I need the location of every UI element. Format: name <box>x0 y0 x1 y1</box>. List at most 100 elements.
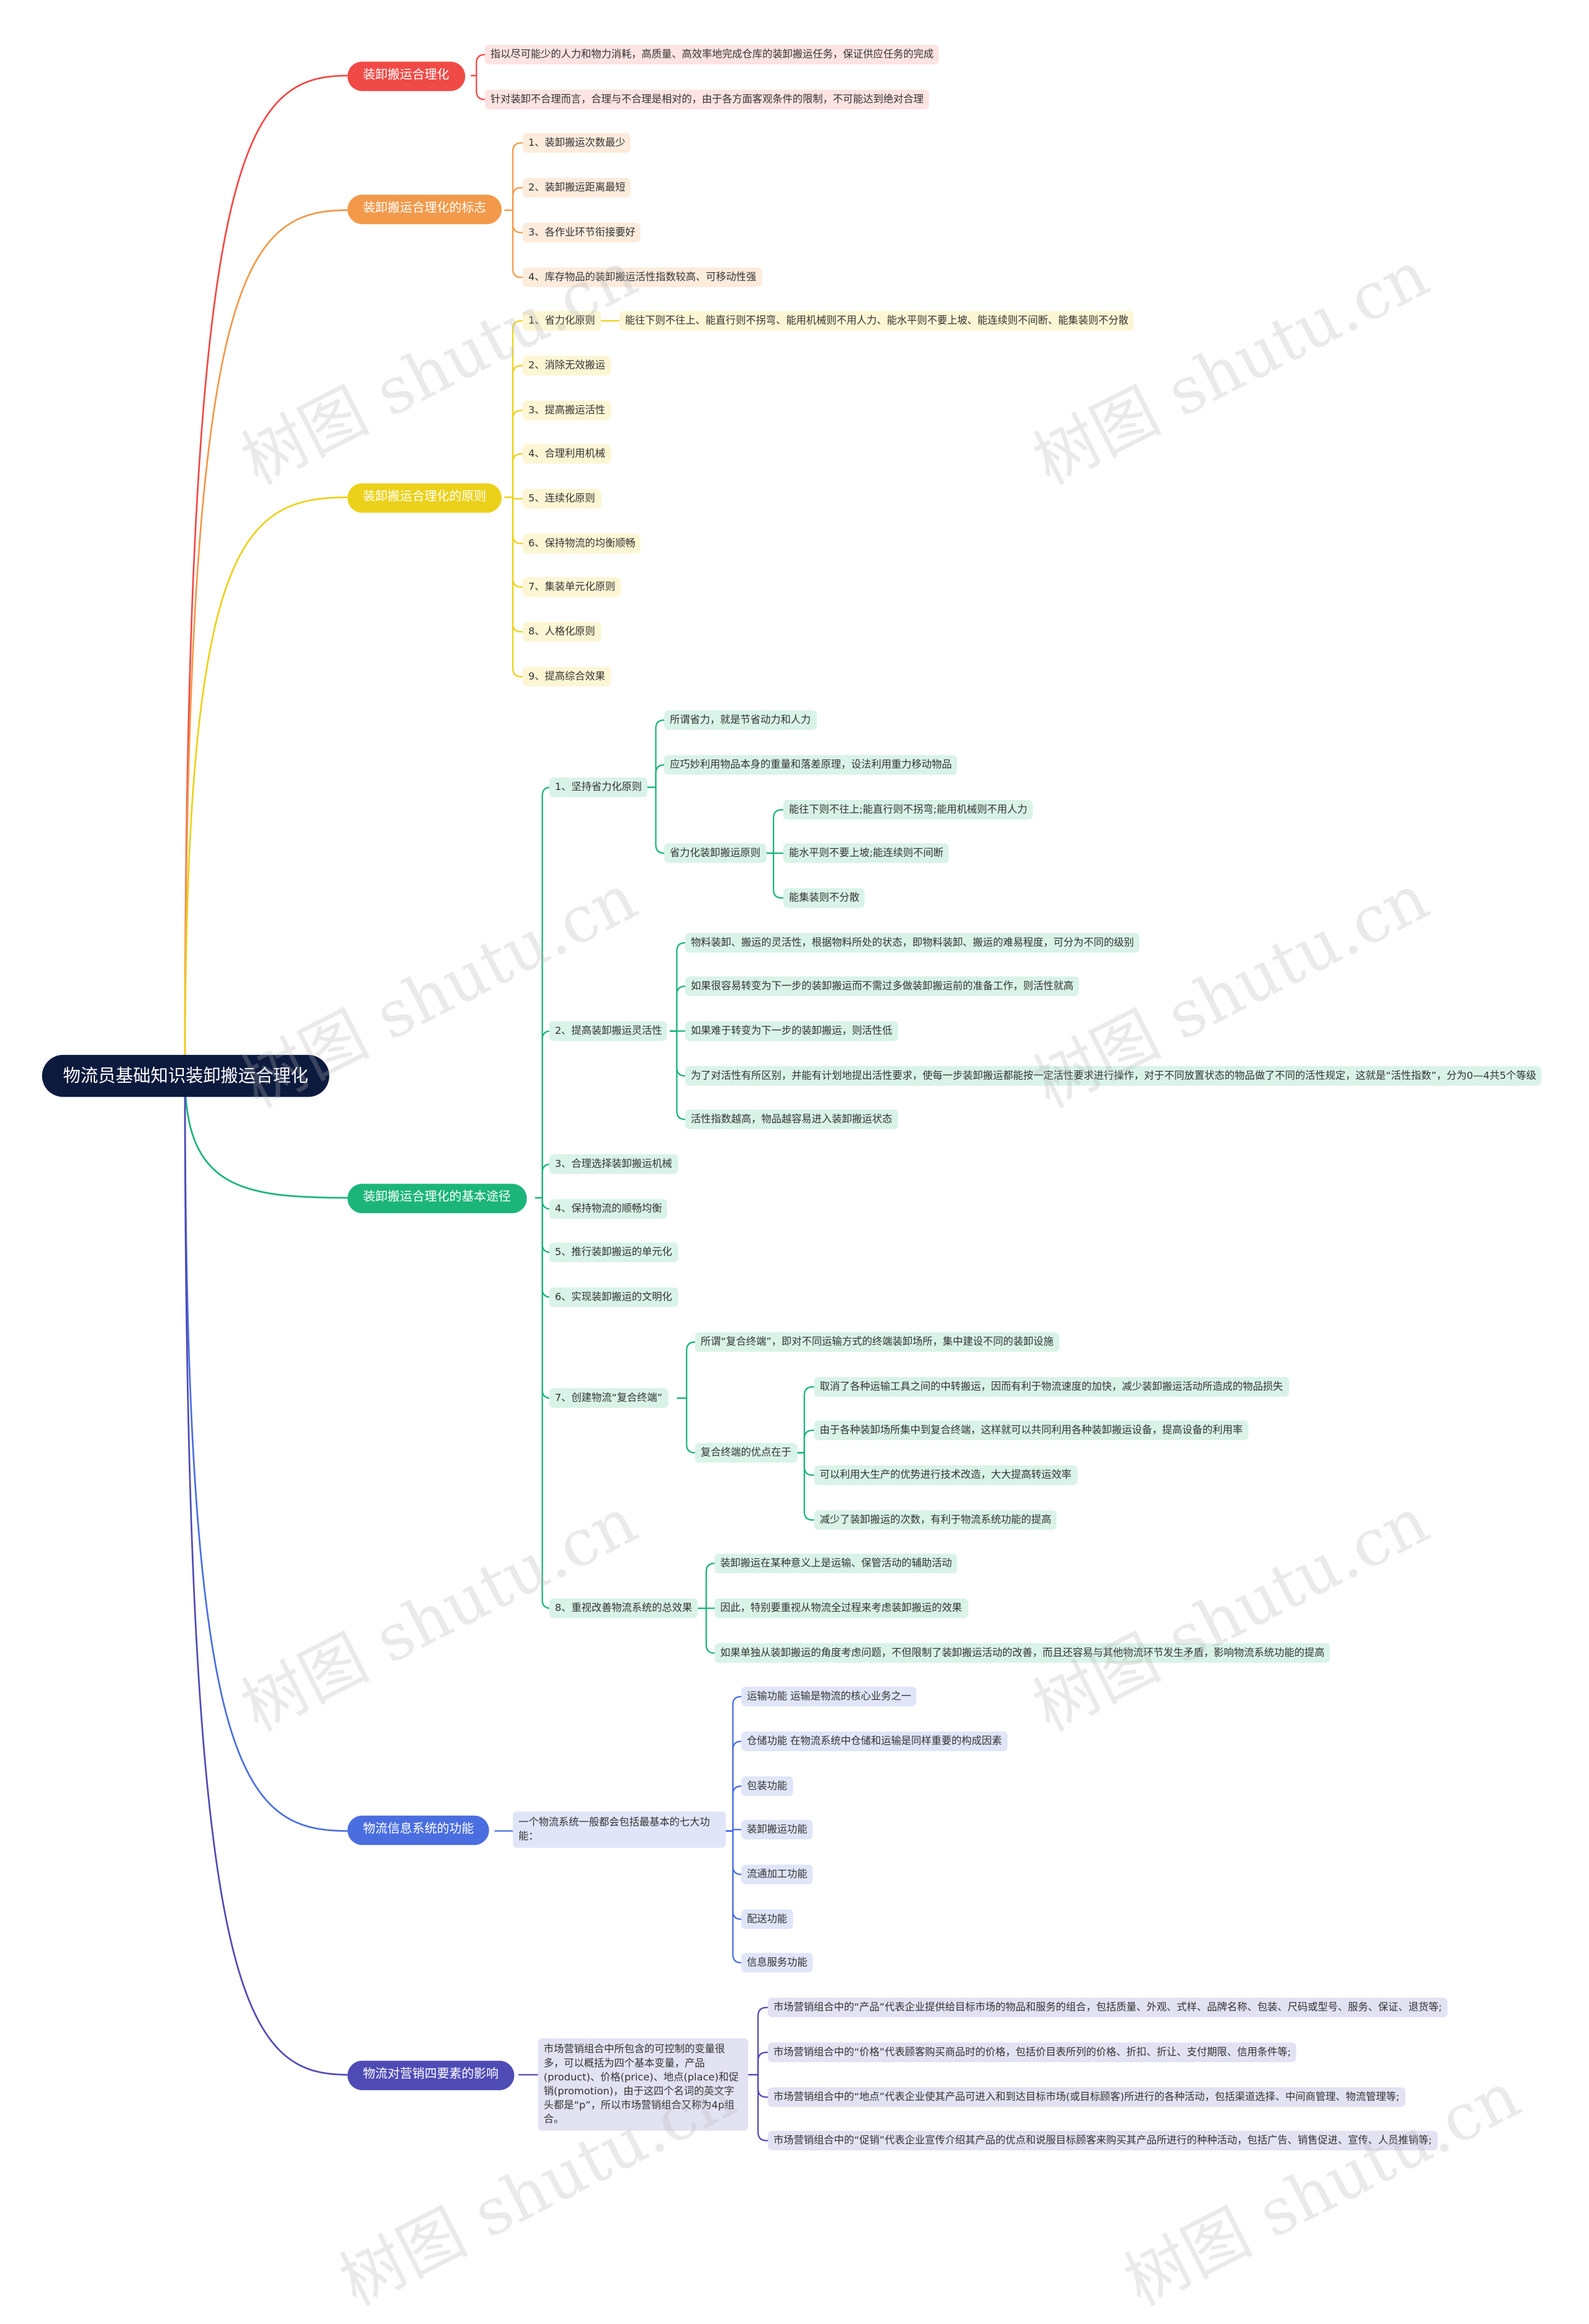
leaf-node[interactable]: 装卸搬运在某种意义上是运输、保管活动的辅助活动 <box>714 1553 958 1574</box>
connector <box>763 852 785 899</box>
leaf-node[interactable]: 仓储功能 在物流系统中仓储和运输是同样重要的构成因素 <box>741 1731 1008 1751</box>
leaf-node[interactable]: 由于各种装卸场所集中到复合终端，这样就可以共同利用各种装卸搬运设备，提高设备的利… <box>814 1420 1249 1440</box>
connector <box>184 496 348 1076</box>
leaf-node[interactable]: 市场营销组合中的“产品”代表企业提供给目标市场的物品和服务的组合，包括质量、外观… <box>768 1998 1448 2017</box>
mindmap-canvas: 物流员基础知识装卸搬运合理化 装卸搬运合理化 指以尽可能少的人力和物力消耗，高质… <box>42 45 1542 2320</box>
leaf-node[interactable]: 2、装卸搬运距离最短 <box>523 177 631 198</box>
leaf-node[interactable]: 复合终端的优点在于 <box>695 1443 797 1463</box>
connector <box>504 142 524 211</box>
leaf-node[interactable]: 能集装则不分散 <box>783 888 865 908</box>
leaf-node[interactable]: 省力化装卸搬运原则 <box>664 843 767 863</box>
leaf-node[interactable]: 取消了各种运输工具之间的中转搬运，因而有利于物流速度的加快，减少装卸搬运活动所造… <box>814 1377 1289 1397</box>
leaf-node[interactable]: 1、装卸搬运次数最少 <box>523 133 631 153</box>
connector <box>504 496 524 545</box>
mid-node[interactable]: 一个物流系统一般都会包括最基本的七大功能： <box>513 1811 726 1848</box>
leaf-node[interactable]: 装卸搬运功能 <box>741 1819 813 1840</box>
leaf-node[interactable]: 市场营销组合中的“价格”代表顾客购买商品时的价格，包括价目表所列的价格、折扣、折… <box>768 2042 1297 2063</box>
branch-rationalization[interactable]: 装卸搬运合理化 <box>347 61 465 91</box>
leaf-node[interactable]: 因此，特别要重视从物流全过程来考虑装卸搬运的效果 <box>714 1598 968 1618</box>
leaf-node[interactable]: 针对装卸不合理而言，合理与不合理是相对的，由于各方面客观条件的限制，不可能达到绝… <box>485 89 929 110</box>
leaf-node[interactable]: 8、重视改善物流系统的总效果 <box>549 1598 698 1618</box>
root-node[interactable]: 物流员基础知识装卸搬运合理化 <box>42 1054 330 1097</box>
connector <box>794 1386 816 1454</box>
branch-info-system[interactable]: 物流信息系统的功能 <box>347 1815 490 1846</box>
branch-principles[interactable]: 装卸搬运合理化的原则 <box>347 483 502 513</box>
connector <box>726 1740 744 1832</box>
leaf-node[interactable]: 2、消除无效搬运 <box>523 356 611 376</box>
leaf-node[interactable]: 4、保持物流的顺畅均衡 <box>549 1199 668 1219</box>
leaf-node[interactable]: 如果难于转变为下一步的装卸搬运，则活性低 <box>685 1021 898 1041</box>
leaf-node[interactable]: 活性指数越高，物品越容易进入装卸搬运状态 <box>685 1109 898 1129</box>
connector <box>748 2006 770 2076</box>
leaf-node[interactable]: 2、提高装卸搬运灵活性 <box>549 1021 668 1041</box>
leaf-node[interactable]: 8、人格化原则 <box>523 622 601 642</box>
connector <box>794 1451 816 1521</box>
leaf-node[interactable]: 3、各作业环节衔接要好 <box>523 222 641 243</box>
leaf-node[interactable]: 5、连续化原则 <box>523 488 601 509</box>
connector <box>504 496 524 633</box>
leaf-node[interactable]: 可以利用大生产的优势进行技术改造，大大提高转运效率 <box>814 1465 1078 1485</box>
leaf-node[interactable]: 所谓“复合终端”，即对不同运输方式的终端装卸场所，集中建设不同的装卸设施 <box>695 1332 1060 1352</box>
mid-node[interactable]: 市场营销组合中所包含的可控制的变量很多，可以概括为四个基本变量，产品(produ… <box>538 2038 749 2131</box>
leaf-node[interactable]: 7、创建物流“复合终端” <box>549 1388 668 1408</box>
leaf-node[interactable]: 9、提高综合效果 <box>523 666 611 687</box>
leaf-node[interactable]: 为了对活性有所区别，并能有计划地提出活性要求，使每一步装卸搬运都能按一定活性要求… <box>685 1066 1542 1086</box>
leaf-node[interactable]: 4、合理利用机械 <box>523 444 611 464</box>
connector <box>698 1607 718 1654</box>
connector <box>726 1695 744 1832</box>
connector <box>677 1341 698 1399</box>
connector <box>535 786 554 1199</box>
leaf-node[interactable]: 1、坚持省力化原则 <box>549 777 648 797</box>
branch-marketing[interactable]: 物流对营销四要素的影响 <box>347 2060 515 2091</box>
leaf-node[interactable]: 能往下则不往上、能直行则不拐弯、能用机械则不用人力、能水平则不要上坡、能连续则不… <box>619 311 1135 331</box>
leaf-node[interactable]: 流通加工功能 <box>741 1864 813 1885</box>
connector <box>794 1429 816 1454</box>
leaf-node[interactable]: 5、推行装卸搬运的单元化 <box>549 1242 678 1263</box>
leaf-node[interactable]: 市场营销组合中的“促销”代表企业宣传介绍其产品的优点和说服目标顾客来购买其产品所… <box>768 2130 1438 2151</box>
connector <box>647 764 667 788</box>
connector <box>504 209 524 233</box>
connector <box>726 1785 744 1832</box>
connector <box>504 209 524 279</box>
leaf-node[interactable]: 7、集装单元化原则 <box>523 577 621 597</box>
leaf-node[interactable]: 6、实现装卸搬运的文明化 <box>549 1287 678 1308</box>
leaf-node[interactable]: 物料装卸、搬运的灵活性，根据物料所处的状态，即物料装卸、搬运的难易程度，可分为不… <box>685 933 1140 953</box>
connector <box>504 410 524 498</box>
connector <box>504 320 524 498</box>
leaf-node[interactable]: 应巧妙利用物品本身的重量和落差原理，设法利用重力移动物品 <box>664 755 958 775</box>
connector <box>504 496 524 678</box>
leaf-node[interactable]: 如果单独从装卸搬运的角度考虑问题，不但限制了装卸搬运活动的改善，而且还容易与其他… <box>714 1643 1330 1663</box>
leaf-node[interactable]: 配送功能 <box>741 1909 793 1929</box>
connector <box>763 809 785 854</box>
leaf-node[interactable]: 3、合理选择装卸搬运机械 <box>549 1154 678 1174</box>
connector <box>677 1397 698 1454</box>
connector <box>726 1830 744 1963</box>
leaf-node[interactable]: 如果很容易转变为下一步的装卸搬运而不需过多做装卸搬运前的准备工作，则活性就高 <box>685 976 1079 997</box>
leaf-node[interactable]: 市场营销组合中的“地点”代表企业使其产品可进入和到达目标市场(或目标顾客)所进行… <box>768 2087 1405 2107</box>
leaf-node[interactable]: 所谓省力，就是节省动力和人力 <box>664 710 817 730</box>
leaf-node[interactable]: 运输功能 运输是物流的核心业务之一 <box>741 1687 917 1707</box>
leaf-node[interactable]: 3、提高搬运活性 <box>523 400 611 421</box>
connector <box>504 453 524 498</box>
leaf-node[interactable]: 能往下则不往上;能直行则不拐弯;能用机械则不用人力 <box>783 800 1033 820</box>
leaf-node[interactable]: 包装功能 <box>741 1776 793 1797</box>
connector <box>670 985 688 1032</box>
connector <box>647 719 667 788</box>
connector <box>184 209 348 1076</box>
leaf-node[interactable]: 指以尽可能少的人力和物力消耗，高质量、高效率地完成仓库的装卸搬运任务，保证供应任… <box>485 45 940 65</box>
leaf-node[interactable]: 减少了装卸搬运的次数，有利于物流系统功能的提高 <box>814 1510 1057 1530</box>
leaf-node[interactable]: 1、省力化原则 <box>523 311 601 331</box>
connector <box>504 365 524 498</box>
connector <box>670 1030 688 1120</box>
connector <box>470 53 488 77</box>
leaf-node[interactable]: 信息服务功能 <box>741 1952 813 1973</box>
connector <box>184 1075 348 1832</box>
branch-indicators[interactable]: 装卸搬运合理化的标志 <box>347 194 502 225</box>
connector <box>504 187 524 211</box>
connector <box>184 74 348 1076</box>
leaf-node[interactable]: 能水平则不要上坡;能连续则不间断 <box>783 843 949 863</box>
leaf-node[interactable]: 6、保持物流的均衡顺畅 <box>523 534 641 554</box>
connector <box>647 786 667 854</box>
branch-approaches[interactable]: 装卸搬运合理化的基本途径 <box>347 1183 526 1213</box>
leaf-node[interactable]: 4、库存物品的装卸搬运活性指数较高、可移动性强 <box>523 267 762 287</box>
